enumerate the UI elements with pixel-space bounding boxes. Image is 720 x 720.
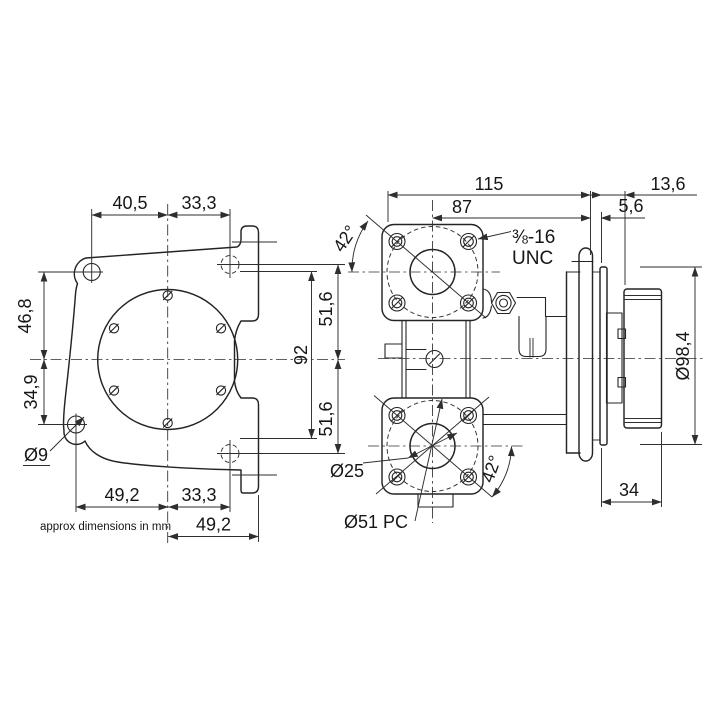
dimension-lines-right [348,191,699,522]
dim-overall-length: 115 [475,174,504,194]
dim-pulley-offset: 13,6 [650,174,685,194]
clamp-saddle [518,315,547,358]
dim-right-lower: 51,6 [316,401,336,436]
dim-right-upper: 51,6 [316,291,336,326]
pump-neck [384,319,471,399]
dim-plate-gap: 5,6 [618,196,643,216]
hole-diameter-label: Ø9 [24,445,48,465]
approx-note: approx dimensions in mm [40,521,171,533]
dim-left-upper: 46,8 [15,298,35,333]
hex-nut [490,291,517,315]
dim-top-left: 40,5 [112,193,147,213]
dimension-lines [23,211,342,540]
angle-bottom-label: 42° [477,453,505,485]
thread-series-label: UNC [512,248,553,269]
angle-top-label: 42° [329,222,361,256]
dim-left-lower: 34,9 [21,374,41,409]
flange-screws-top [388,232,478,312]
cover-screws [108,290,227,429]
dim-flange-to-face: 87 [452,197,472,217]
dim-pulley-diameter: Ø98,4 [673,331,693,380]
port-stub [417,493,454,508]
right-view: 115 87 13,6 5,6 34 Ø98,4 42° 42° ⅜-16 UN… [329,174,704,532]
clamp-bracket [482,260,594,358]
dim-bottom-row1-left: 49,2 [104,485,139,505]
dim-bottom-row1-right: 33,3 [181,485,216,505]
dim-pulley-width: 34 [619,480,639,500]
drain-plug [425,349,444,369]
bolt-circle-label: Ø51 PC [344,512,408,532]
bolt-diagonal-top [365,214,487,319]
dim-right-middle: 92 [291,345,311,365]
left-view: 40,5 33,3 46,8 34,9 49,2 33,3 49,2 51,6 … [15,193,345,545]
bracket-outline [62,225,260,494]
pump-housing [482,247,600,462]
rear-body [578,247,594,462]
pulley-hub [605,312,627,404]
dim-top-right: 33,3 [181,193,216,213]
dim-bottom-row2: 49,2 [196,515,231,535]
port-bore-label: Ø25 [330,461,364,481]
thread-size-label: ⅜-16 [512,227,555,248]
